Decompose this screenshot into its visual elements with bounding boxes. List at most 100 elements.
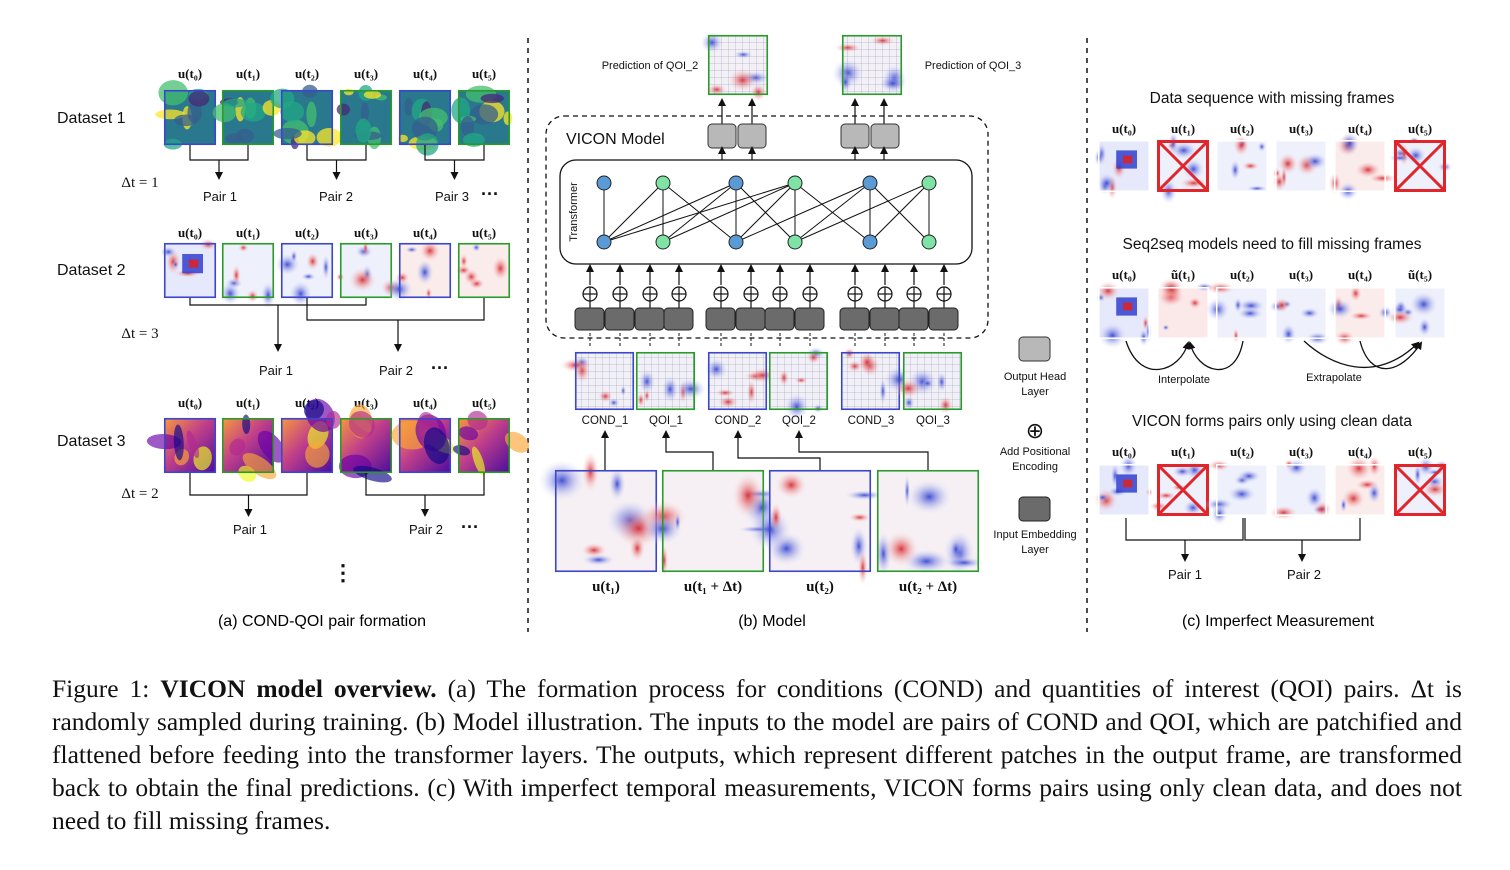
figure-caption: Figure 1: VICON model overview. (a) The …	[52, 672, 1462, 837]
field-blob	[159, 246, 177, 258]
frame-image	[398, 89, 452, 156]
frame-label: u(t₂)	[1230, 121, 1254, 136]
caption-body: (a) The formation process for conditions…	[52, 674, 1462, 835]
field-blob	[348, 267, 377, 293]
field-border	[768, 351, 829, 411]
field-border	[1274, 463, 1328, 517]
pair-label: Pair 1	[203, 189, 237, 204]
field-border	[1393, 286, 1447, 340]
field-blob	[1233, 297, 1243, 313]
frame-label: u(t₄)	[413, 225, 437, 240]
delta-t-label: Δt = 1	[121, 175, 158, 191]
field-blob	[1119, 454, 1138, 478]
field-blob	[452, 445, 471, 456]
field-blob	[326, 410, 341, 429]
input-embedding-block	[705, 307, 736, 331]
transformer-label: Transformer	[568, 182, 580, 242]
ellipsis: ···	[481, 184, 499, 204]
field-blob	[455, 264, 472, 276]
field-blob	[1269, 505, 1298, 520]
field-blob	[629, 534, 646, 562]
field-blob	[240, 102, 267, 122]
patch-grid	[636, 352, 695, 410]
input-frame	[538, 451, 663, 573]
positional-encoding-icon	[847, 286, 863, 302]
field-blob	[460, 115, 475, 137]
field-border	[457, 89, 511, 146]
field-blob	[844, 490, 885, 501]
field-border	[221, 242, 275, 299]
legend-positional-label: Encoding	[1012, 461, 1058, 473]
field-blob	[355, 118, 372, 143]
pair-bracket	[189, 298, 367, 306]
field-blob	[1326, 298, 1354, 320]
patch-grid	[708, 352, 767, 410]
vicon-model-box	[545, 115, 989, 339]
field-blob	[1348, 311, 1374, 321]
token-node	[862, 234, 878, 250]
field-border	[707, 34, 769, 96]
frame-label: u(t₃)	[1289, 267, 1313, 282]
pair-bracket	[189, 145, 249, 161]
field-blob	[188, 259, 199, 268]
missing-frame-border	[1157, 140, 1209, 192]
field-blob	[235, 128, 254, 144]
field-blob	[1280, 323, 1297, 345]
field-blob	[1341, 487, 1366, 510]
field-border	[1333, 286, 1387, 340]
token-image	[768, 347, 829, 421]
missing-frame-cross	[1157, 464, 1209, 516]
attention-edge	[662, 182, 737, 243]
vertical-ellipsis: ⋮	[332, 560, 354, 585]
token-node	[862, 175, 878, 191]
positional-encoding-icon	[906, 286, 922, 302]
field-blob	[348, 411, 375, 438]
frame-image	[336, 85, 393, 150]
frame-image	[280, 398, 341, 474]
field-blob	[1145, 319, 1152, 344]
pair-label: Pair 1	[259, 363, 293, 378]
field-border	[1215, 463, 1269, 517]
field-blob	[504, 431, 530, 453]
field-blob	[1409, 291, 1438, 317]
field-blob	[1230, 159, 1241, 181]
patch-grid	[769, 352, 828, 410]
input-embedding-block	[898, 307, 929, 331]
field-blob	[1241, 161, 1260, 171]
field-blob	[415, 258, 434, 286]
patch-grid	[708, 35, 768, 95]
pair-label: Pair 2	[409, 522, 443, 537]
field-blob	[423, 427, 450, 464]
panel-c: Data sequence with missing framesu(t₀)u(…	[1094, 90, 1453, 582]
field-blob	[1340, 497, 1348, 513]
field-blob	[538, 459, 586, 502]
attention-edge	[735, 182, 871, 243]
field-border	[635, 351, 696, 411]
field-border	[339, 89, 393, 146]
field-border	[574, 351, 635, 411]
token-image	[894, 351, 963, 415]
field-blob	[480, 93, 505, 104]
frame-image	[1269, 286, 1330, 346]
attention-edge	[735, 182, 796, 243]
input-embedding-block	[869, 307, 900, 331]
field-border	[876, 469, 980, 573]
field-border	[163, 242, 217, 299]
missing-frame-border	[1157, 464, 1209, 516]
field-blob	[1095, 492, 1110, 503]
row-title: Data sequence with missing frames	[1150, 90, 1395, 107]
input-embedding-block	[663, 307, 694, 331]
frame-label: ũ(t₅)	[1408, 267, 1432, 282]
field-blob	[883, 530, 920, 567]
input-embedding-block	[634, 307, 665, 331]
input-embedding-block	[928, 307, 959, 331]
frame-label: u(t₁)	[236, 395, 260, 410]
field-blob	[220, 281, 241, 306]
field-blob	[305, 441, 330, 468]
field-blob	[321, 254, 330, 281]
frame-image	[1269, 458, 1332, 520]
field-blob	[303, 400, 324, 420]
pair-label: Pair 2	[379, 363, 413, 378]
field-blob	[857, 549, 868, 586]
frame-label: u(t₂)	[295, 66, 319, 81]
